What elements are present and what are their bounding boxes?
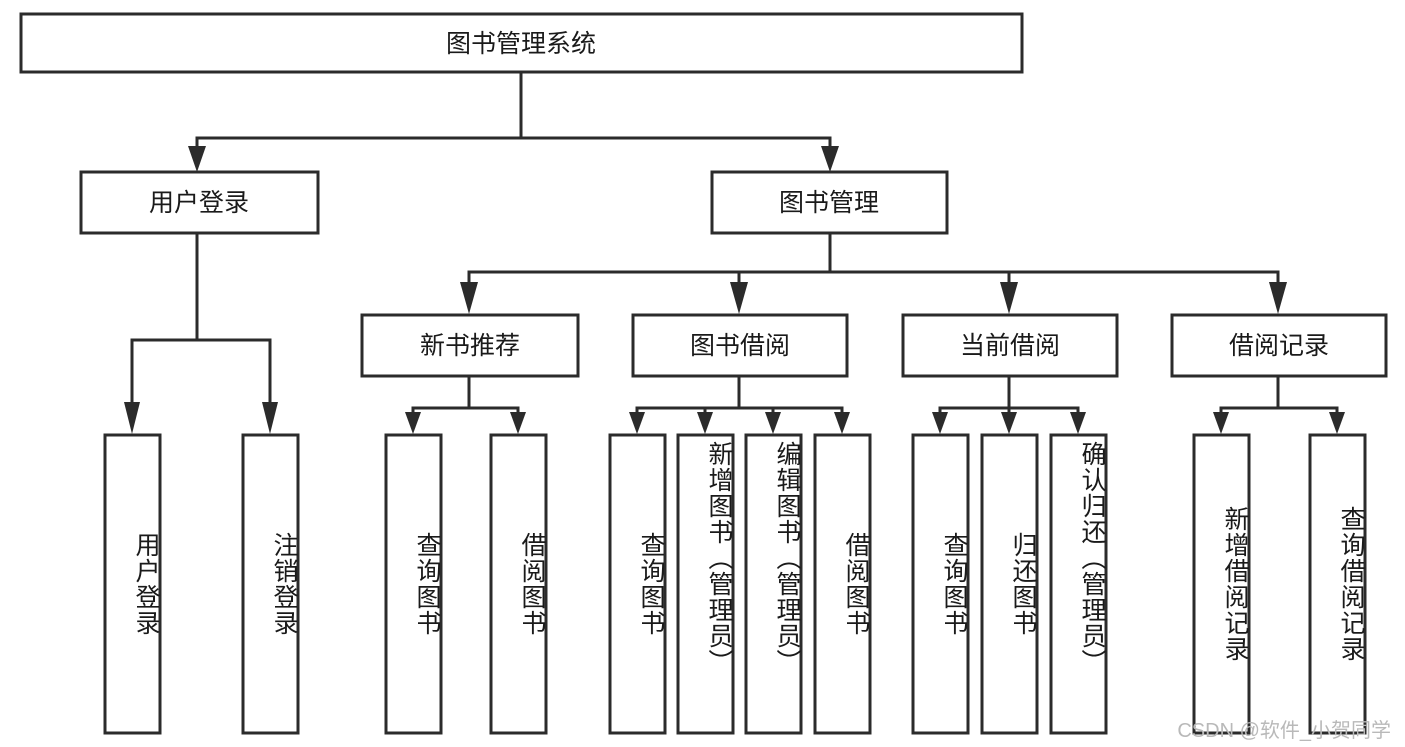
leaf-edit-book-box[interactable] (744, 433, 803, 735)
node-book-mgmt[interactable]: 图书管理 (710, 170, 949, 235)
node-user-login[interactable]: 用户登录 (79, 170, 320, 235)
node-user-login-label: 用户登录 (149, 189, 249, 217)
leaf-logout-box[interactable] (241, 433, 300, 735)
arrowhead-to-leaf-user-login (124, 402, 140, 434)
edge-group-new-book-rec (405, 374, 526, 434)
arrowhead-to-leaf-query-book-3 (932, 412, 948, 434)
node-new-book-rec-box[interactable] (360, 313, 580, 378)
node-book-borrow-label: 图书借阅 (690, 332, 790, 360)
node-root[interactable]: 图书管理系统 (19, 12, 1024, 74)
arrowhead-to-leaf-edit-book (765, 412, 781, 434)
arrowhead-to-leaf-query-book-2 (629, 412, 645, 434)
arrowhead-to-leaf-borrow-book-2 (834, 412, 850, 434)
edge-group-root (188, 70, 839, 172)
edge-group-book-borrow (629, 374, 850, 434)
arrowhead-to-leaf-query-book-1 (405, 412, 421, 434)
leaf-borrow-book-1-box[interactable] (489, 433, 548, 735)
leaf-return-book-box[interactable] (980, 433, 1039, 735)
arrowhead-to-book-borrow (730, 282, 748, 314)
arrowhead-to-leaf-borrow-book-1 (510, 412, 526, 434)
node-book-borrow[interactable]: 图书借阅 (631, 313, 849, 378)
arrowhead-root-to-user-login (188, 146, 206, 172)
arrowhead-root-to-book-mgmt (821, 146, 839, 172)
node-new-book-rec[interactable]: 新书推荐 (360, 313, 580, 378)
leaf-borrow-book-2-box[interactable] (813, 433, 872, 735)
arrowhead-to-leaf-add-book (697, 412, 713, 434)
node-root-label: 图书管理系统 (446, 30, 596, 58)
node-user-login-box[interactable] (79, 170, 320, 235)
arrowhead-to-new-book-rec (460, 282, 478, 314)
node-borrow-record[interactable]: 借阅记录 (1170, 313, 1388, 378)
node-current-borrow-label: 当前借阅 (960, 332, 1060, 360)
node-book-mgmt-label: 图书管理 (779, 189, 879, 217)
leaf-query-record-box[interactable] (1308, 433, 1367, 735)
edge-group-user-login (124, 231, 278, 434)
leaf-add-record-box[interactable] (1192, 433, 1251, 735)
arrowhead-to-leaf-return-book (1001, 412, 1017, 434)
arrowhead-to-borrow-record (1269, 282, 1287, 314)
leaf-boxes (103, 433, 1367, 735)
arrowhead-to-leaf-confirm-return (1070, 412, 1086, 434)
leaf-query-book-1-box[interactable] (384, 433, 443, 735)
node-book-borrow-box[interactable] (631, 313, 849, 378)
edge-group-borrow-record (1213, 374, 1345, 434)
node-new-book-rec-label: 新书推荐 (420, 332, 520, 360)
arrowhead-to-leaf-logout (262, 402, 278, 434)
node-borrow-record-box[interactable] (1170, 313, 1388, 378)
arrowhead-to-leaf-add-record (1213, 412, 1229, 434)
arrowhead-to-current-borrow (1000, 282, 1018, 314)
leaf-add-book-box[interactable] (676, 433, 735, 735)
leaf-query-book-2-box[interactable] (608, 433, 667, 735)
node-root-box[interactable] (19, 12, 1024, 74)
edge-group-current-borrow (932, 374, 1086, 434)
node-book-mgmt-box[interactable] (710, 170, 949, 235)
arrowhead-to-leaf-query-record (1329, 412, 1345, 434)
node-current-borrow[interactable]: 当前借阅 (901, 313, 1119, 378)
edge-group-book-mgmt (460, 231, 1287, 314)
node-current-borrow-box[interactable] (901, 313, 1119, 378)
leaf-confirm-return-box[interactable] (1049, 433, 1108, 735)
node-borrow-record-label: 借阅记录 (1229, 332, 1329, 360)
leaf-query-book-3-box[interactable] (911, 433, 970, 735)
leaf-user-login-box[interactable] (103, 433, 162, 735)
